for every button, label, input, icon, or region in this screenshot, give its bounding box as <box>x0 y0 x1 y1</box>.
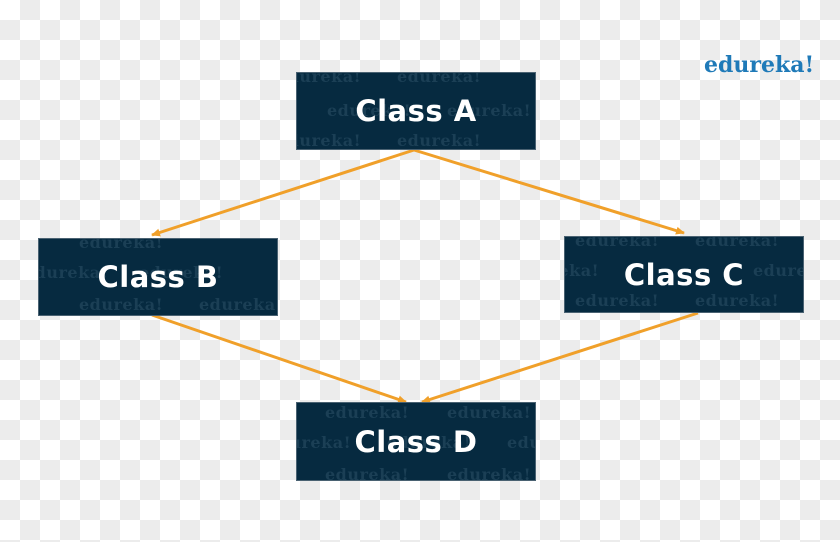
watermark: edureka! <box>753 261 803 280</box>
class-d-label: Class D <box>354 424 478 459</box>
watermark: edureka! <box>297 433 352 452</box>
watermark: edureka! <box>297 131 362 150</box>
watermark: edureka! <box>447 465 532 481</box>
watermark: edureka! <box>575 236 660 250</box>
class-c-node: edureka! edureka! edureka! edureka! edur… <box>564 236 804 313</box>
watermark: edureka! <box>507 433 535 452</box>
arrow-c-to-d <box>421 311 699 404</box>
watermark: edureka! <box>565 261 600 280</box>
class-b-node: edureka! edureka! edureka! edureka! edur… <box>38 238 278 316</box>
arrow-b-to-d <box>151 313 407 404</box>
watermark: edureka! <box>79 295 164 314</box>
watermark: edureka! <box>325 403 410 422</box>
watermark: edureka! <box>447 403 532 422</box>
class-c-label: Class C <box>623 257 745 292</box>
arrow-a-to-b <box>151 148 415 237</box>
watermark: edureka! <box>199 295 278 314</box>
class-b-label: Class B <box>97 260 219 294</box>
watermark: edureka! <box>79 238 164 252</box>
watermark: edureka! <box>297 72 362 86</box>
watermark: edureka! <box>575 291 660 310</box>
class-a-node: edureka! edureka! edureka! edureka! edur… <box>296 72 536 150</box>
watermark: edureka! <box>397 72 482 86</box>
watermark: edureka! <box>325 465 410 481</box>
watermark: edureka! <box>695 236 780 250</box>
watermark: edureka! <box>695 291 780 310</box>
watermark: edureka! <box>397 131 482 150</box>
edureka-logo: edureka! <box>704 52 815 78</box>
arrow-a-to-c <box>413 148 685 235</box>
class-a-label: Class A <box>355 94 477 128</box>
class-d-node: edureka! edureka! edureka! edureka! edur… <box>296 402 536 481</box>
